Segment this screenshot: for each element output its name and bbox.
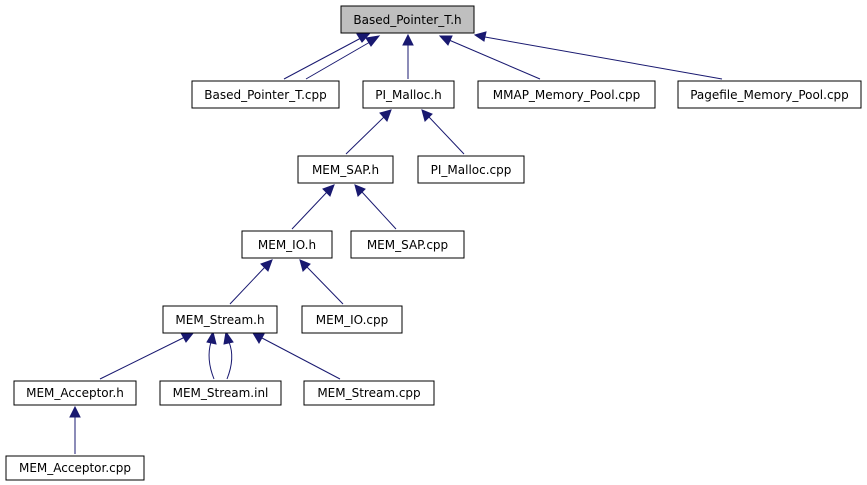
node-label: MEM_Stream.inl bbox=[173, 386, 269, 400]
edge-arrowhead bbox=[438, 35, 453, 46]
edge-arrowhead bbox=[402, 33, 414, 46]
node-label: MMAP_Memory_Pool.cpp bbox=[493, 88, 640, 102]
node-pi-malloc-cpp[interactable]: PI_Malloc.cpp bbox=[417, 155, 525, 184]
edge-pi-malloc-cpp-to-h bbox=[428, 116, 465, 155]
node-label: MEM_SAP.h bbox=[312, 163, 379, 177]
edge-mmap-to-based-h bbox=[448, 39, 541, 80]
node-label: PI_Malloc.cpp bbox=[431, 163, 512, 177]
nodes: Based_Pointer_T.h Based_Pointer_T.cpp PI… bbox=[5, 5, 862, 481]
edge-arrowhead bbox=[365, 35, 381, 47]
node-mem-io-cpp[interactable]: MEM_IO.cpp bbox=[301, 305, 403, 334]
node-label: MEM_Stream.h bbox=[175, 313, 264, 327]
edge-arrowhead bbox=[223, 330, 234, 345]
node-label: MEM_Acceptor.h bbox=[26, 386, 124, 400]
node-based-pointer-t-h[interactable]: Based_Pointer_T.h bbox=[340, 5, 475, 34]
edge-arrowhead bbox=[206, 330, 217, 345]
edge-arrowhead bbox=[299, 259, 311, 272]
node-mem-stream-cpp[interactable]: MEM_Stream.cpp bbox=[303, 380, 435, 406]
node-mem-stream-h[interactable]: MEM_Stream.h bbox=[162, 305, 278, 334]
edge-mem-io-h-to-mem-sap-h bbox=[291, 191, 328, 230]
edge-pagefile-to-based-h bbox=[484, 36, 723, 80]
node-mem-sap-h[interactable]: MEM_SAP.h bbox=[297, 155, 394, 184]
node-label: Based_Pointer_T.cpp bbox=[204, 88, 327, 102]
node-pi-malloc-h[interactable]: PI_Malloc.h bbox=[362, 80, 455, 109]
edge-arrowhead bbox=[69, 405, 81, 418]
node-label: MEM_Stream.cpp bbox=[317, 386, 420, 400]
node-mem-acceptor-cpp[interactable]: MEM_Acceptor.cpp bbox=[5, 455, 145, 481]
node-mem-io-h[interactable]: MEM_IO.h bbox=[241, 230, 333, 259]
edge-mem-stream-inl-to-h-1 bbox=[208, 341, 215, 380]
edge-arrowhead bbox=[260, 259, 273, 272]
node-label: Pagefile_Memory_Pool.cpp bbox=[690, 88, 849, 102]
edge-based-pointer-cpp-to-h-2 bbox=[305, 41, 371, 80]
edge-arrowhead bbox=[421, 109, 433, 122]
node-label: MEM_IO.cpp bbox=[316, 313, 388, 327]
edge-arrowhead bbox=[473, 31, 487, 42]
node-label: Based_Pointer_T.h bbox=[353, 13, 461, 27]
edge-arrowhead bbox=[354, 184, 366, 197]
edge-mem-stream-inl-to-h-2 bbox=[226, 341, 233, 380]
edge-based-pointer-cpp-to-h-1 bbox=[283, 37, 362, 80]
edge-mem-stream-h-to-mem-io-h bbox=[229, 266, 266, 305]
node-label: PI_Malloc.h bbox=[375, 88, 442, 102]
edge-mem-sap-cpp-to-h bbox=[361, 191, 397, 230]
node-mmap-memory-pool-cpp[interactable]: MMAP_Memory_Pool.cpp bbox=[477, 80, 656, 109]
edge-arrowhead bbox=[379, 109, 392, 122]
edge-mem-sap-h-to-pi-malloc-h bbox=[345, 116, 385, 155]
node-mem-acceptor-h[interactable]: MEM_Acceptor.h bbox=[13, 380, 137, 406]
node-mem-sap-cpp[interactable]: MEM_SAP.cpp bbox=[350, 230, 465, 259]
node-label: MEM_SAP.cpp bbox=[367, 238, 448, 252]
node-label: MEM_Acceptor.cpp bbox=[19, 461, 131, 475]
edge-mem-io-cpp-to-h bbox=[306, 266, 344, 305]
edges bbox=[69, 31, 723, 454]
node-label: MEM_IO.h bbox=[258, 238, 316, 252]
node-pagefile-memory-pool-cpp[interactable]: Pagefile_Memory_Pool.cpp bbox=[677, 80, 862, 109]
edge-mem-stream-cpp-to-h bbox=[261, 337, 341, 380]
node-mem-stream-inl[interactable]: MEM_Stream.inl bbox=[159, 380, 282, 406]
node-based-pointer-t-cpp[interactable]: Based_Pointer_T.cpp bbox=[191, 80, 340, 109]
edge-arrowhead bbox=[322, 184, 335, 197]
edge-mem-acceptor-h-to-mem-stream-h bbox=[99, 336, 186, 380]
